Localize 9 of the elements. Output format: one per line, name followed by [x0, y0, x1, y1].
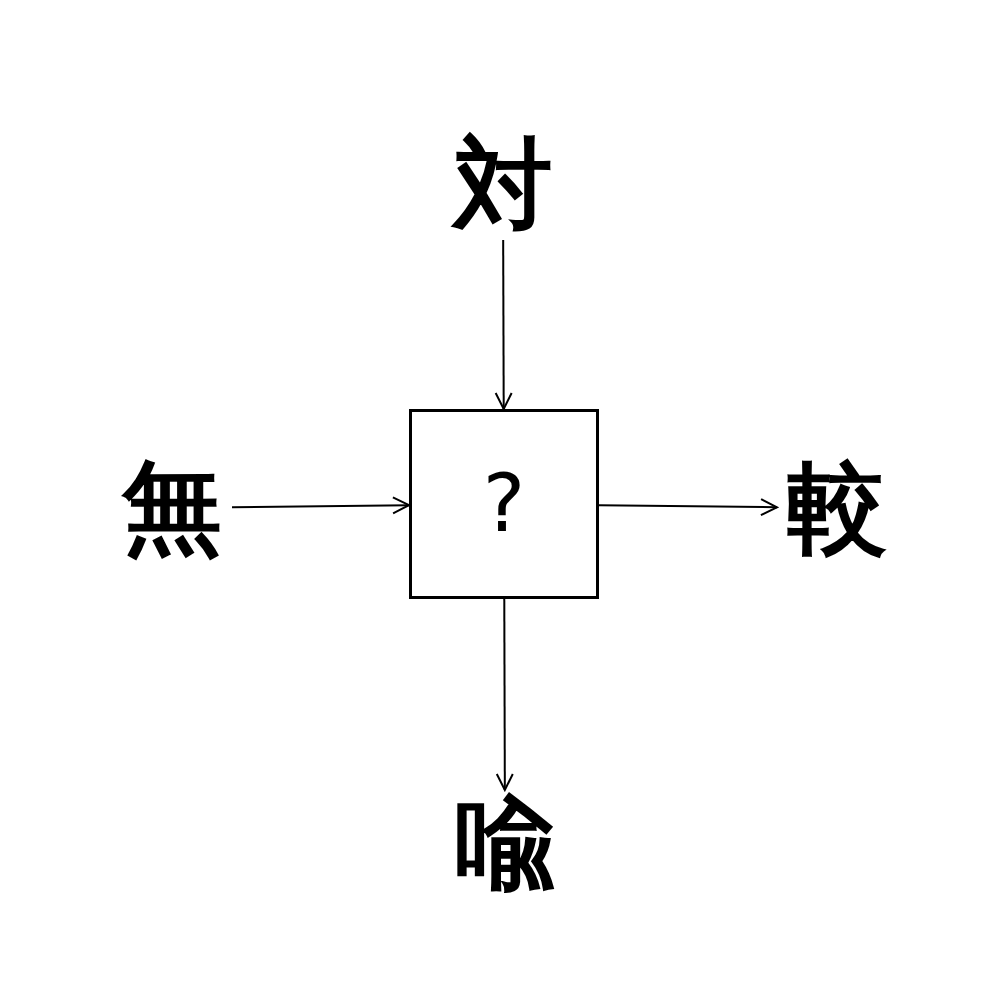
kanji-word: 対: [443, 130, 563, 240]
arrow: [598, 498, 778, 517]
kanji-word: 較: [777, 453, 897, 563]
arrow: [494, 239, 513, 410]
kanji-word: 喩: [445, 790, 565, 900]
arrow: [495, 598, 514, 791]
kanji-word: 無: [112, 453, 232, 563]
answer-box: ?: [409, 409, 599, 599]
arrow: [231, 496, 410, 515]
